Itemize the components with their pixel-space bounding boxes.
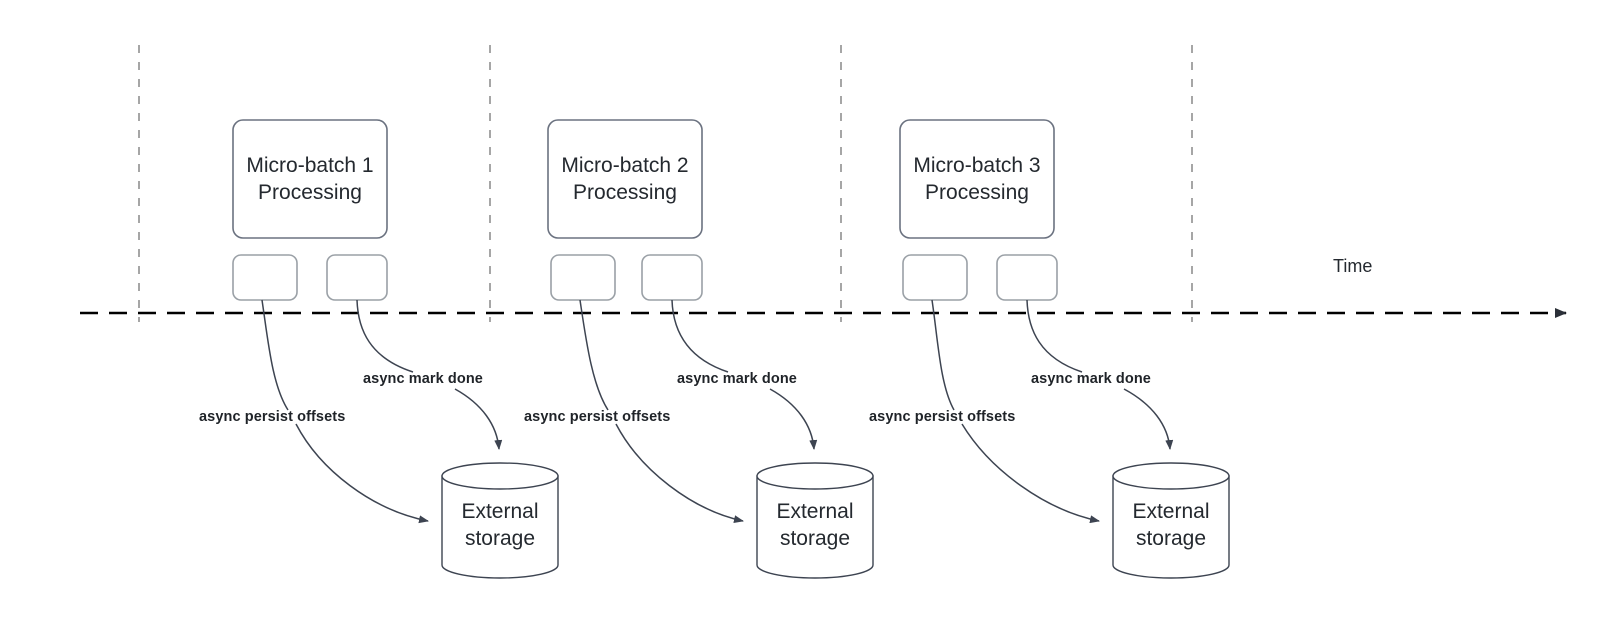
edge-label-persist-offsets-1: async persist offsets [199,409,346,425]
task-box-2b[interactable] [641,254,703,301]
task-box-2a[interactable] [550,254,616,301]
process-box-2[interactable] [547,119,703,239]
storage-cylinder-1[interactable] [441,462,559,579]
task-box-3a[interactable] [902,254,968,301]
cylinder-body-2 [756,475,874,579]
time-axis-label: Time [1333,256,1373,276]
edge-mark-done-2 [671,299,729,373]
process-box-1[interactable] [232,119,388,239]
task-box-1a[interactable] [232,254,298,301]
edge-persist-offsets-1-tail [295,423,429,524]
edge-label-mark-done-3: async mark done [1031,371,1151,387]
group-2 [547,119,874,579]
task-box-3b[interactable] [996,254,1058,301]
edge-persist-offsets-2-tail [615,423,744,524]
cylinder-top-2 [756,462,874,490]
edge-persist-offsets-2 [579,299,609,411]
process-box-3[interactable] [899,119,1055,239]
cylinder-top-1 [441,462,559,490]
edge-mark-done-2-tail [769,388,818,450]
batch-boundaries [138,45,1193,322]
edge-mark-done-1-tail [454,388,503,450]
cylinder-body-3 [1112,475,1230,579]
group-1 [232,119,559,579]
edge-label-persist-offsets-2: async persist offsets [524,409,671,425]
storage-cylinder-3[interactable] [1112,462,1230,579]
edge-mark-done-1 [356,299,414,373]
edge-mark-done-3 [1026,299,1083,373]
edge-label-persist-offsets-3: async persist offsets [869,409,1016,425]
group-3 [899,119,1230,579]
task-box-1b[interactable] [326,254,388,301]
cylinder-top-3 [1112,462,1230,490]
cylinder-body-1 [441,475,559,579]
edge-label-mark-done-2: async mark done [677,371,797,387]
edge-persist-offsets-3 [931,299,955,411]
edge-persist-offsets-1 [261,299,289,411]
storage-cylinder-2[interactable] [756,462,874,579]
edge-persist-offsets-3-tail [961,423,1100,524]
edge-mark-done-3-tail [1123,388,1174,450]
edge-label-mark-done-1: async mark done [363,371,483,387]
